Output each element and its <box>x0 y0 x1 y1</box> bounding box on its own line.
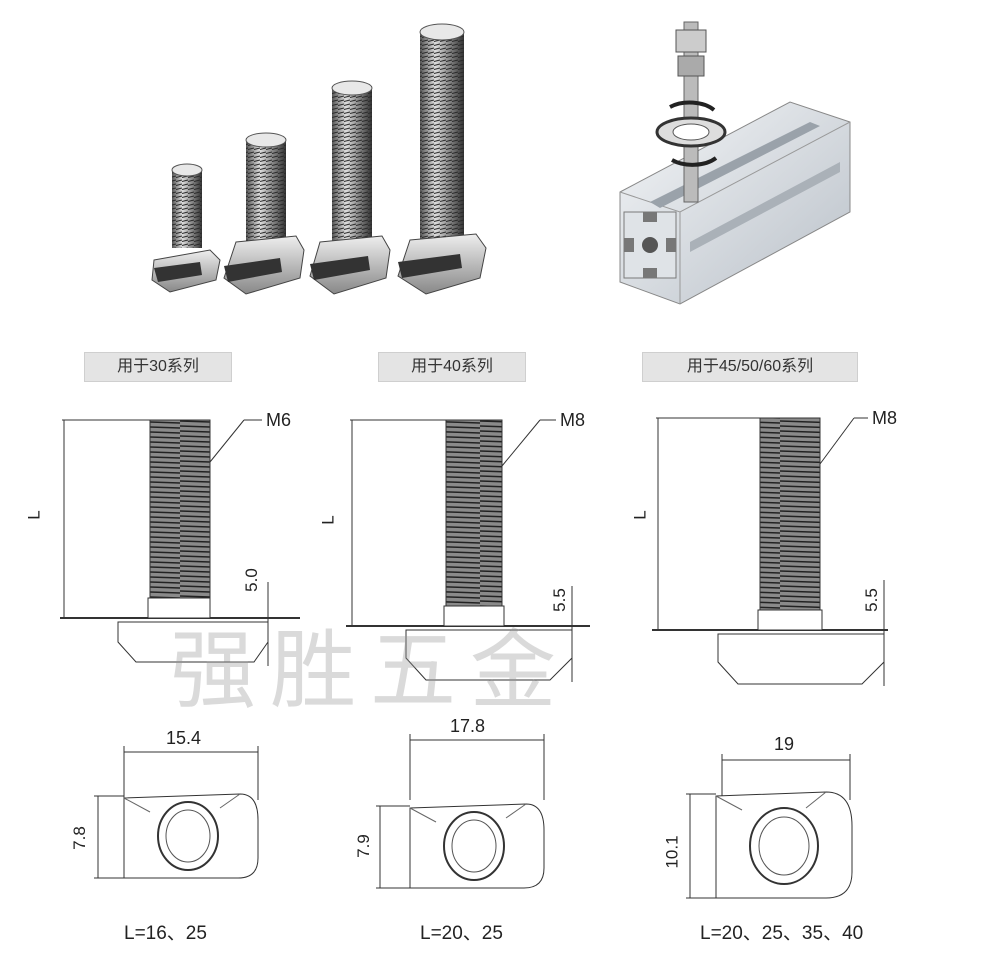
bolt-small <box>151 163 221 293</box>
bottom-view-drawings <box>94 734 853 899</box>
group-label-30: 用于30系列 <box>84 352 232 382</box>
depth-label-30: 7.8 <box>69 826 89 850</box>
width-label-45-50-60: 19 <box>774 734 795 754</box>
bottom-view-45-50-60 <box>686 754 853 899</box>
lengths-label-40: L=20、25 <box>420 923 503 944</box>
depth-label-45-50-60: 10.1 <box>662 835 682 869</box>
bolt-long <box>309 80 391 295</box>
group-label-40: 用于40系列 <box>378 352 526 382</box>
width-label-40: 17.8 <box>450 716 486 736</box>
bolt-longest <box>397 23 487 295</box>
length-label-45-50-60: L <box>630 510 650 520</box>
group-label-45-50-60: 用于45/50/60系列 <box>642 352 858 382</box>
watermark: 强胜五金 <box>170 621 570 721</box>
side-view-drawings <box>60 417 888 686</box>
bottom-view-40 <box>376 734 545 889</box>
lengths-label-45-50-60: L=20、25、35、40 <box>700 923 864 944</box>
side-view-45-50-60 <box>652 417 888 686</box>
head-height-30: 5.0 <box>241 568 261 592</box>
depth-label-40: 7.9 <box>353 834 373 858</box>
bottom-view-30 <box>94 746 259 879</box>
width-label-30: 15.4 <box>166 728 202 748</box>
aluminum-profile-photo <box>619 21 851 305</box>
thread-label-40: M8 <box>560 410 586 430</box>
t-bolts-photo <box>151 23 487 295</box>
side-view-30 <box>60 419 300 666</box>
head-height-45-50-60: 5.5 <box>861 588 881 612</box>
bolt-medium <box>223 132 305 295</box>
thread-label-45-50-60: M8 <box>872 408 898 428</box>
length-label-30: L <box>24 510 44 520</box>
length-label-40: L <box>318 515 338 525</box>
thread-label-30: M6 <box>266 410 292 430</box>
side-view-40 <box>346 419 590 682</box>
lengths-label-30: L=16、25 <box>124 923 207 944</box>
